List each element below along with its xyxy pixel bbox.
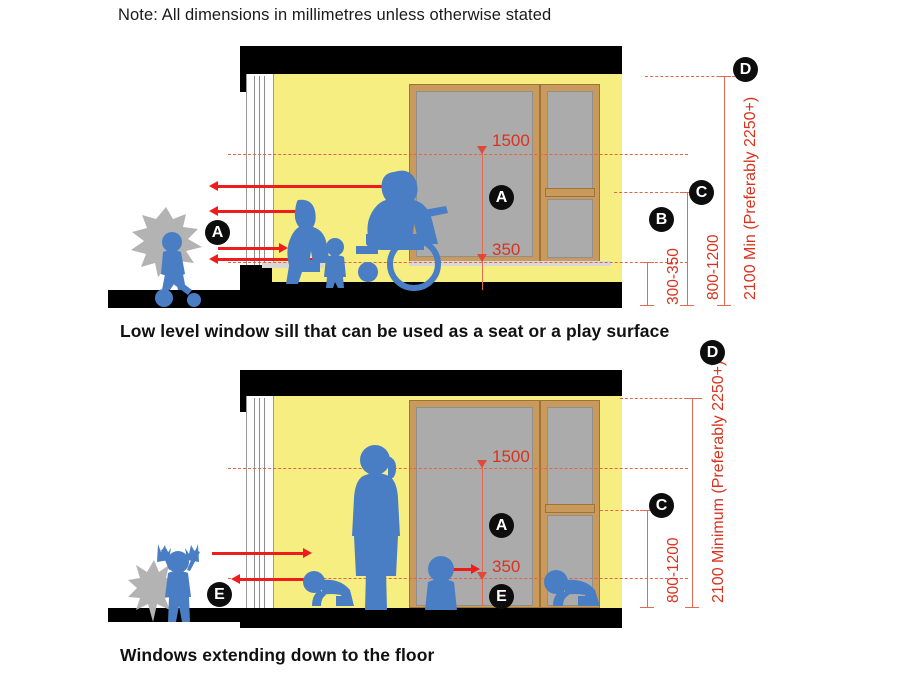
figure-toddler-at-glass [420,556,462,610]
dimension-d-tick-bottom [717,305,731,306]
datum-line-top [645,76,745,77]
exterior-ground-slab [108,290,240,308]
dimension-b-tick-top [640,262,654,263]
marker-a-sightline-top: A [205,220,230,245]
caption-low-level-sill: Low level window sill that can be used a… [120,321,670,341]
marker-e-outside-bottom: E [207,582,232,607]
dimension-d-tick-bottom-2 [685,607,699,608]
dimension-d-line [724,76,725,306]
ceiling-slab-2 [240,370,622,396]
window-pane-lower-sash [547,199,593,258]
glazing-mullion-3 [264,76,265,266]
sightline-bottom-2-arrow [231,574,240,584]
datum-line-top-2 [620,398,702,399]
dimension-350-bottom: 350 [492,557,521,576]
datum-line-c [614,192,694,193]
figure-child-tricycle-outside [150,232,210,308]
dimension-b-line [647,262,648,306]
window-board-interior [409,261,611,266]
sightline-1 [218,185,388,188]
dimension-c-line-2 [647,510,648,608]
sightline-3-arrow [279,243,288,253]
diagram-low-level-sill: 1500 350 A A 300-350 B 800-1200 C 2100 M… [0,0,900,320]
sightline-1-arrow [209,181,218,191]
caption-floor-level-window: Windows extending down to the floor [120,645,435,665]
floor-slab-2 [240,608,622,628]
glazing-mullion-1 [254,76,255,266]
dimension-c-tick-bottom-2 [640,607,654,608]
dimension-c-tick-top [680,192,694,193]
sash-rail-2 [545,504,595,513]
marker-c: C [689,180,714,205]
ceiling-slab [240,46,622,74]
datum-line-head-2 [228,468,688,469]
figure-wheelchair-user [352,168,464,291]
marker-e-window-bottom: E [489,584,514,609]
dimension-c-line [687,192,688,306]
marker-d: D [733,57,758,82]
marker-b: B [649,207,674,232]
sightline-bottom-3-arrow [471,564,480,574]
glazing-mullion-2 [259,76,260,266]
glazing-mullion-2-1 [254,398,255,608]
dimension-label-c-2: 800-1200 [665,537,682,603]
dimension-c-tick-top-2 [640,510,654,511]
marker-a-window-bottom: A [489,513,514,538]
sightline-bottom-1 [212,552,304,555]
dimension-d-tick-top [717,76,731,77]
sightline-2-arrow [209,206,218,216]
dimension-1500-bottom: 1500 [492,447,530,466]
figure-crawling-baby-right [540,570,604,610]
sightline-bottom-2 [240,578,316,581]
sightline-3 [218,247,280,250]
datum-line-low-2 [228,578,688,579]
figure-standing-adult [348,442,404,610]
marker-a-window-top: A [489,185,514,210]
window-pane-fixed [416,91,533,257]
window-pane-upper-sash-2 [547,407,593,507]
interior-dimension-line [482,150,483,290]
floor-slab [240,282,622,308]
marker-c-2: C [649,493,674,518]
glazing-section-2 [246,396,274,608]
dimension-d-tick-top-2 [685,398,699,399]
sightline-2 [218,210,300,213]
window-pane-upper-sash [547,91,593,195]
datum-line-sill [228,262,688,263]
glazing-section [246,74,274,266]
dimension-b-tick-bottom [640,305,654,306]
interior-dimension-line-2 [482,464,483,606]
datum-line-head [228,154,688,155]
glazing-mullion-2-3 [264,398,265,608]
figure-seated-adult-on-sill [276,198,340,286]
figure-crawling-baby-outside [300,570,360,610]
sightline-4-arrow [209,254,218,264]
figure-shrub-outside [128,560,180,622]
dimension-d-line-2 [692,398,693,608]
dimension-1500-top: 1500 [492,131,530,150]
sightline-4 [218,258,338,261]
sightline-bottom-1-arrow [303,548,312,558]
units-note: Note: All dimensions in millimetres unle… [118,6,552,24]
datum-line-c-2 [600,510,670,511]
glazing-mullion-2-2 [259,398,260,608]
dimension-arrow-top-2 [477,460,487,468]
sash-rail [545,188,595,197]
figure-toddler-standing [318,238,352,288]
dimension-arrow-top [477,146,487,154]
dimension-label-d-2: 2100 Minimum (Preferably 2250+) [710,360,727,603]
dimension-c-tick-bottom [680,305,694,306]
dimension-arrow-bottom [477,254,487,262]
figure-child-arms-raised-outside [152,542,204,622]
sill-upstand [240,265,272,291]
dimension-arrow-bottom-2 [477,572,487,580]
dimension-350-top: 350 [492,240,521,259]
marker-d-2: D [700,340,725,365]
